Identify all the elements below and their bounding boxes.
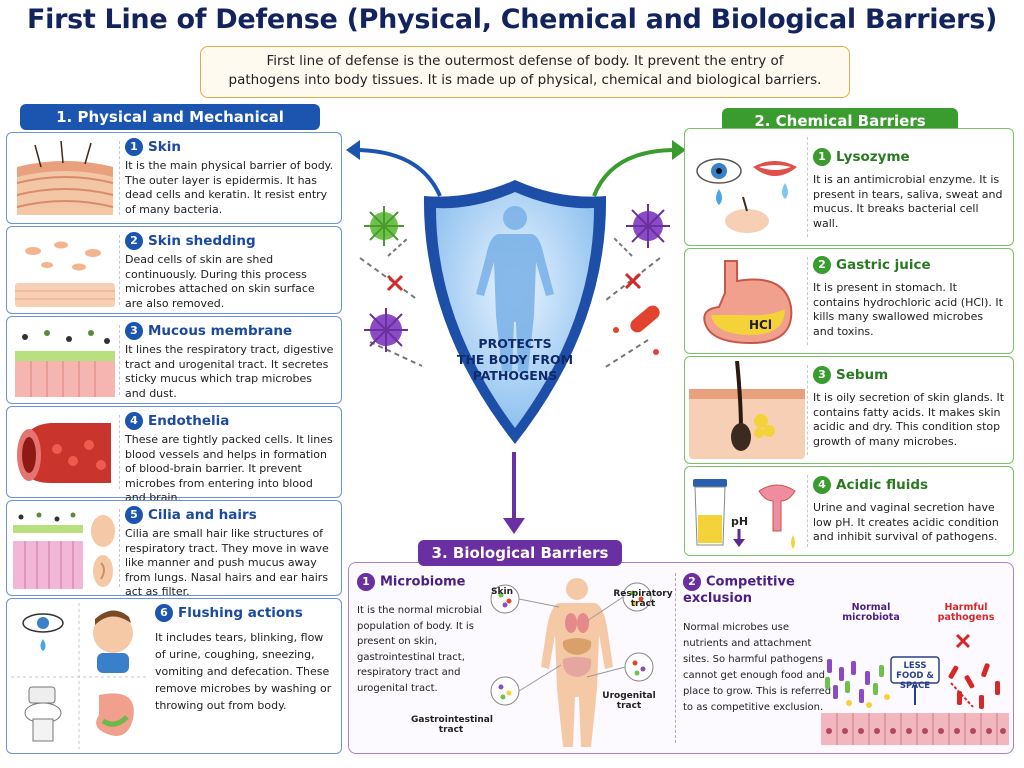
competitive-exclusion-description: Normal microbes use nutrients and attach… xyxy=(683,622,832,713)
lysozyme-illustration xyxy=(689,133,805,241)
flushing-illustrations xyxy=(11,603,147,749)
card-description: It is oily secretion of skin glands. It … xyxy=(813,391,1005,448)
card-description: These are tightly packed cells. It lines… xyxy=(125,433,333,504)
virus-green-icon xyxy=(364,206,404,246)
body-microbiome-illustration xyxy=(479,571,671,749)
acidic-fluids-illustration: pH xyxy=(689,471,805,551)
card-cilia-and-hairs: 5 Cilia and hairs Cilia are small hair li… xyxy=(6,500,342,598)
blood-vessel-illustration xyxy=(11,411,119,493)
card-description: It is present in stomach. It contains hy… xyxy=(813,281,1003,338)
competitive-exclusion-illustration xyxy=(821,619,1009,747)
number-badge: 3 xyxy=(813,366,831,384)
card-description: Dead cells of skin are shed continuously… xyxy=(125,253,315,310)
card-title: Cilia and hairs xyxy=(148,507,257,523)
biological-barriers-header: 3. Biological Barriers xyxy=(418,540,622,566)
microbiome-title: Microbiome xyxy=(380,574,466,590)
physical-barriers-header: 1. Physical and Mechanical Barriers xyxy=(20,104,320,152)
intro-box: First line of defense is the outermost d… xyxy=(200,46,850,98)
card-description: It is an antimicrobial enzyme. It is pre… xyxy=(813,173,1003,230)
card-title: Skin xyxy=(148,139,181,155)
card-title: Skin shedding xyxy=(148,233,256,249)
label-respiratory-tract: Respiratory tract xyxy=(613,589,673,609)
card-endothelia: 4 Endothelia These are tightly packed cel… xyxy=(6,406,342,504)
intro-line-1: First line of defense is the outermost d… xyxy=(266,53,784,69)
card-skin-shedding: 2 Skin shedding Dead cells of skin are sh… xyxy=(6,226,342,314)
ph-label: pH xyxy=(731,515,748,528)
bacteria-red-icon xyxy=(613,305,660,355)
number-badge: 6 xyxy=(155,604,173,622)
number-badge: 5 xyxy=(125,506,143,524)
microbiome-section: 1 Microbiome It is the normal microbial p… xyxy=(357,573,487,696)
number-badge: 4 xyxy=(125,412,143,430)
number-badge: 3 xyxy=(125,322,143,340)
card-title: Acidic fluids xyxy=(836,477,929,493)
virus-purple-icon xyxy=(364,308,408,352)
intro-line-2: pathogens into body tissues. It is made … xyxy=(228,72,822,88)
card-description: It includes tears, blinking, flow of uri… xyxy=(155,631,332,712)
card-description: It lines the respiratory tract, digestiv… xyxy=(125,343,334,400)
protective-shield: PROTECTS THE BODY FROM PATHOGENS xyxy=(420,176,610,448)
card-title: Sebum xyxy=(836,367,889,383)
card-acidic-fluids: pH 4 Acidic fluids Urine and vaginal secr… xyxy=(684,466,1014,556)
cilia-illustration xyxy=(11,505,119,591)
number-badge: 1 xyxy=(357,573,375,591)
mucous-membrane-illustration xyxy=(11,321,119,399)
number-badge: 2 xyxy=(813,256,831,274)
card-flushing-actions: 6 Flushing actions It includes tears, bli… xyxy=(6,598,342,754)
sebaceous-gland-illustration xyxy=(689,361,805,459)
card-title: Endothelia xyxy=(148,413,230,429)
virus-purple-right-icon xyxy=(626,204,670,248)
card-sebum: 3 Sebum It is oily secretion of skin glan… xyxy=(684,356,1014,464)
label-normal-microbiota: Normal microbiota xyxy=(842,602,900,623)
less-food-space-label: LESS FOOD & SPACE xyxy=(896,661,934,691)
number-badge: 1 xyxy=(125,138,143,156)
card-description: Cilia are small hair like structures of … xyxy=(125,527,329,598)
card-description: It is the main physical barrier of body.… xyxy=(125,159,334,216)
number-badge: 2 xyxy=(683,573,701,591)
skin-layers-illustration xyxy=(11,137,119,219)
stomach-illustration: HCl xyxy=(689,253,805,349)
card-lysozyme: 1 Lysozyme It is an antimicrobial enzyme.… xyxy=(684,128,1014,246)
number-badge: 2 xyxy=(125,232,143,250)
card-skin: 1 Skin It is the main physical barrier of… xyxy=(6,132,342,224)
label-harmful-pathogens: Harmful pathogens xyxy=(937,602,995,623)
card-description: Urine and vaginal secretion have low pH.… xyxy=(813,501,999,543)
page-title: First Line of Defense (Physical, Chemica… xyxy=(26,4,998,35)
card-title: Mucous membrane xyxy=(148,323,293,339)
hcl-label: HCl xyxy=(749,318,772,332)
card-title: Flushing actions xyxy=(178,605,303,621)
number-badge: 4 xyxy=(813,476,831,494)
card-gastric-juice: HCl 2 Gastric juice It is present in stom… xyxy=(684,248,1014,354)
label-skin: Skin xyxy=(491,587,513,597)
human-body-icon xyxy=(476,206,554,372)
number-badge: 1 xyxy=(813,148,831,166)
shield-caption: PROTECTS THE BODY FROM PATHOGENS xyxy=(456,336,574,383)
label-urogenital-tract: Urogenital tract xyxy=(602,691,656,711)
competitive-exclusion-title: Competitive exclusion xyxy=(683,574,795,607)
biological-barriers-box: 1 Microbiome It is the normal microbial p… xyxy=(348,562,1014,754)
card-mucous-membrane: 3 Mucous membrane It lines the respirator… xyxy=(6,316,342,404)
card-title: Gastric juice xyxy=(836,257,931,273)
label-gastrointestinal-tract: Gastrointestinal tract xyxy=(411,715,493,735)
microbiome-description: It is the normal microbial population of… xyxy=(357,605,483,694)
card-title: Lysozyme xyxy=(836,149,910,165)
skin-shedding-illustration xyxy=(11,231,119,309)
